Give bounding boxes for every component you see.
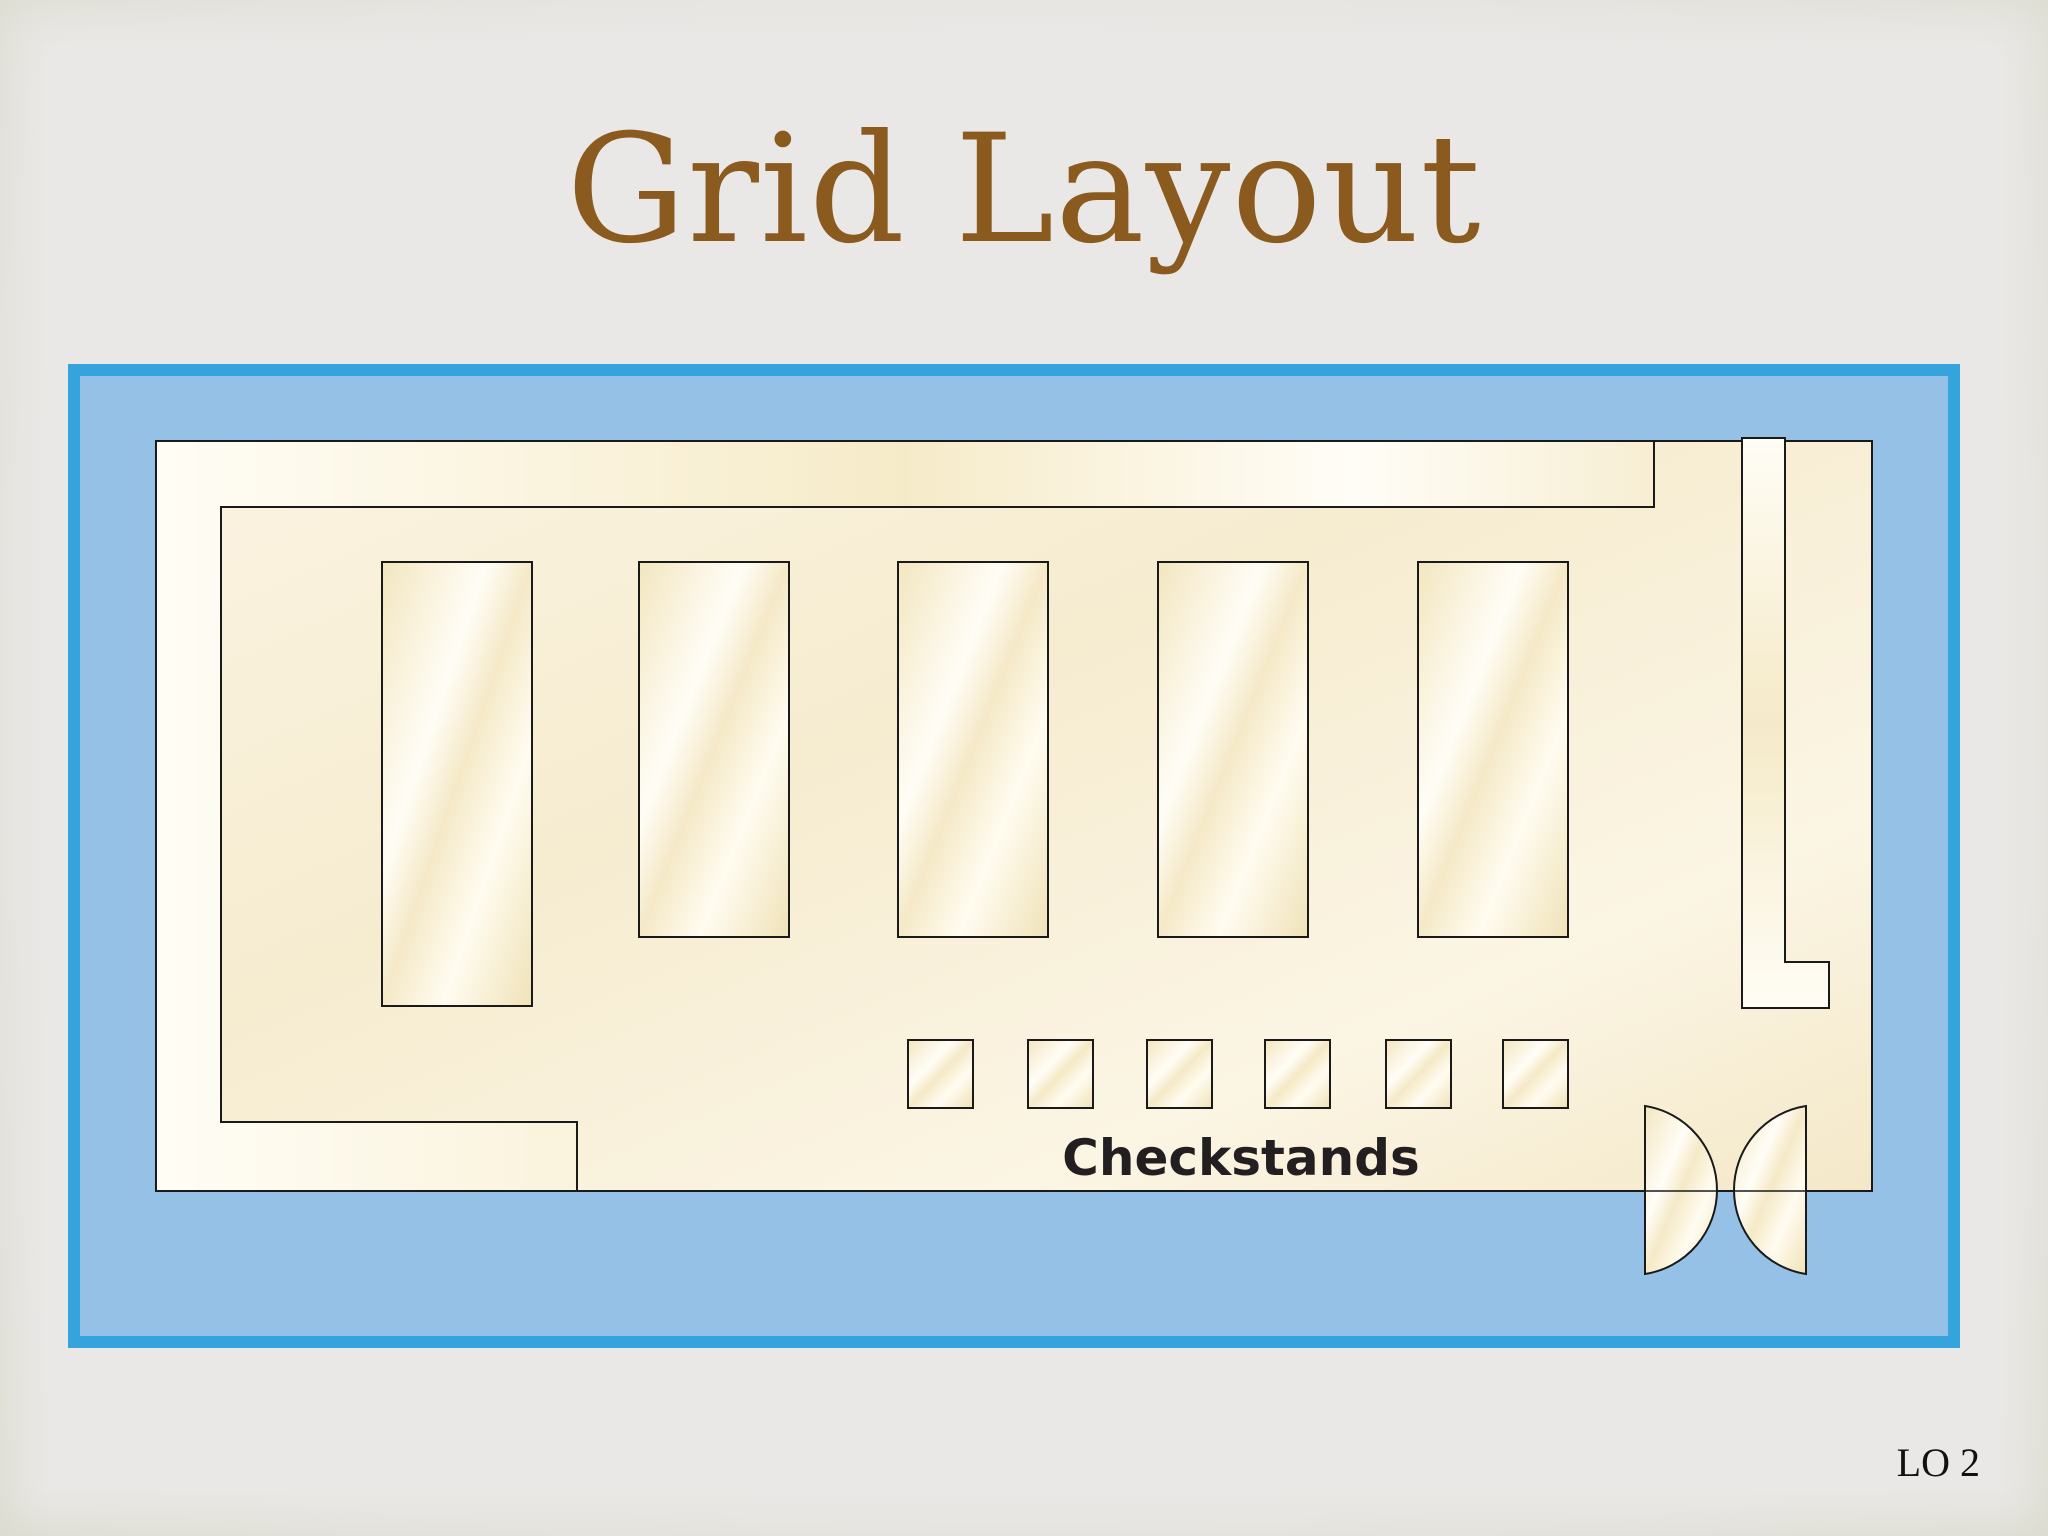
checkstand [1146,1039,1213,1109]
slide-title: Grid Layout [566,103,1482,277]
checkstands-label: Checkstands [1062,1129,1420,1187]
perimeter-shelving [155,440,1655,1192]
checkstand [1264,1039,1331,1109]
learning-objective-label: LO 2 [1896,1440,1980,1485]
aisle-shelf [638,561,790,938]
checkstand [1385,1039,1452,1109]
checkstand [1027,1039,1094,1109]
checkstand [907,1039,974,1109]
aisle-shelf [1157,561,1309,938]
aisle-shelf [381,561,533,1007]
aisle-shelf [897,561,1049,938]
entrance-doors [1644,1104,1807,1276]
aisle-shelf [1417,561,1569,938]
checkstand [1502,1039,1569,1109]
right-l-shelving [1741,437,1830,1009]
